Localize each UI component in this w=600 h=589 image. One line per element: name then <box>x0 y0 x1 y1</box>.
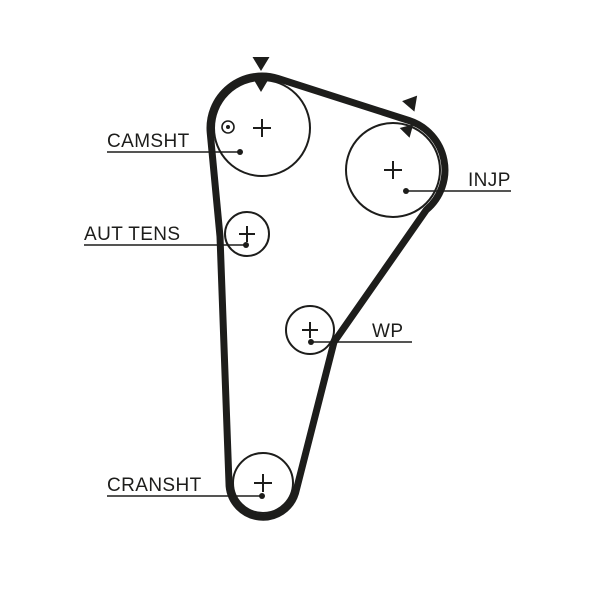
crankshaft-center-cross-icon <box>254 474 272 492</box>
water-pump-center-cross-icon <box>302 322 318 338</box>
injection-pump-leader-dot <box>403 188 409 194</box>
camshaft-timing-arrow-top-icon <box>252 57 270 71</box>
water-pump-label: WP <box>372 321 403 342</box>
timing-belt <box>206 72 449 521</box>
water-pump-callout: WP <box>308 321 412 345</box>
camshaft-leader-dot <box>237 149 243 155</box>
water-pump-leader-dot <box>308 339 314 345</box>
crankshaft-leader-dot <box>259 493 265 499</box>
tensioner-callout: AUT TENS <box>84 224 249 248</box>
tensioner-label: AUT TENS <box>84 224 180 245</box>
crankshaft-label: CRANSHT <box>107 475 202 496</box>
tensioner-center-cross-icon <box>239 226 255 242</box>
camshaft-timing-arrow-bottom-icon <box>254 81 268 92</box>
camshaft-label: CAMSHT <box>107 131 190 152</box>
injection-pump-label: INJP <box>468 170 511 191</box>
crankshaft-callout: CRANSHT <box>107 475 265 499</box>
injection-pump-timing-arrow-top-icon <box>402 95 418 112</box>
injection-pump-center-cross-icon <box>384 161 402 179</box>
injection-pump-callout: INJP <box>403 170 511 194</box>
camshaft-center-cross-icon <box>253 119 271 137</box>
camshaft-alignment-hole-icon <box>221 120 235 134</box>
tensioner-leader-dot <box>243 242 249 248</box>
injection-pump-timing-arrow-bottom-icon <box>399 124 414 138</box>
camshaft-callout: CAMSHT <box>107 131 243 155</box>
